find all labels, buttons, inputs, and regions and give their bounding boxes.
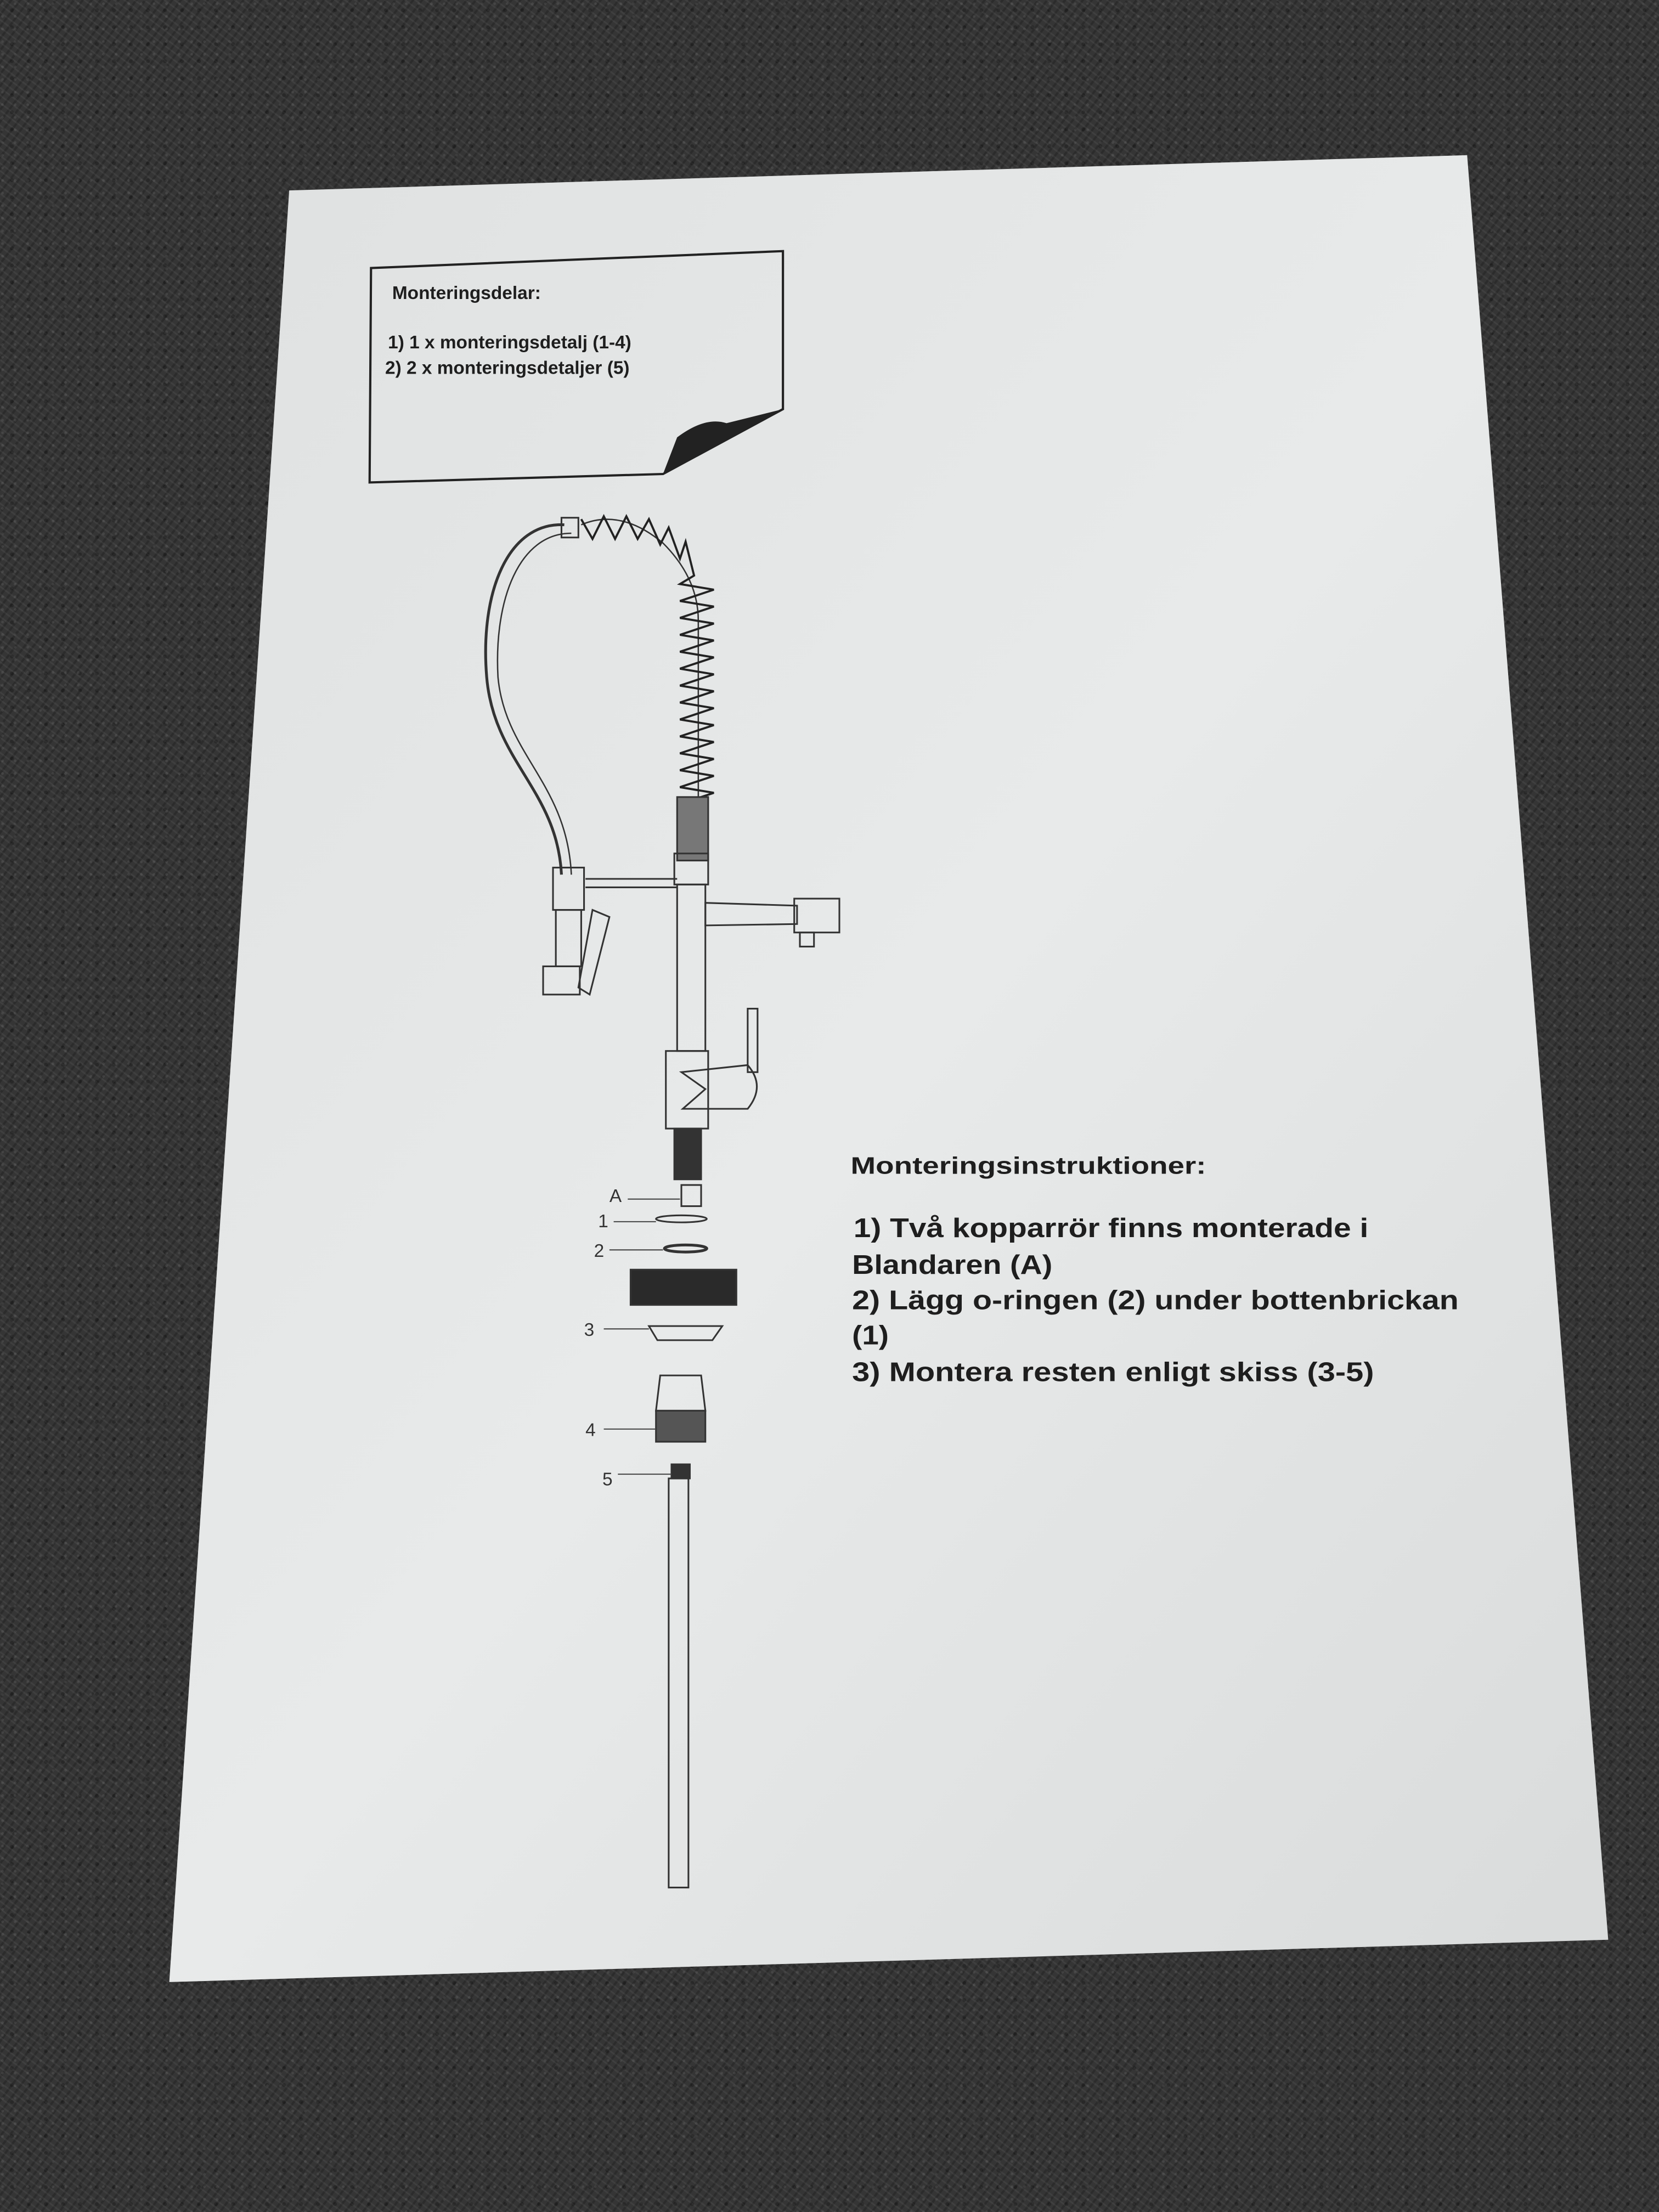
instruction-line: (1) [852,1321,889,1351]
paper-sheet [169,155,1609,1982]
instruction-line: 3) Montera resten enligt skiss (3-5) [852,1357,1374,1387]
instruction-line: Blandaren (A) [852,1250,1052,1280]
parts-title: Monteringsdelar: [392,283,541,303]
label-2: 2 [594,1241,605,1261]
label-4: 4 [585,1420,596,1441]
parts-item: 1) 1 x monteringsdetalj (1-4) [388,332,631,353]
label-3: 3 [584,1320,595,1340]
gasket [629,1268,737,1306]
label-1: 1 [598,1211,608,1232]
instructions-title: Monteringsinstruktioner: [851,1152,1206,1179]
faucet-diagram [484,514,840,1889]
parts-item: 2) 2 x monteringsdetaljer (5) [385,358,630,378]
instruction-line: 2) Lägg o-ringen (2) under bottenbrickan [852,1285,1459,1315]
label-a: A [610,1186,622,1206]
label-5: 5 [602,1470,613,1490]
spring-coil [580,514,714,805]
instruction-line: 1) Två kopparrör finns monterade i [854,1214,1369,1243]
diagram-labels [603,1198,680,1475]
parts-box: Monteringsdelar: 1) 1 x monteringsdetalj… [368,250,785,484]
instructions: Monteringsinstruktioner: 1) Två kopparrö… [851,1152,1459,1387]
page-curl-icon [663,409,783,474]
